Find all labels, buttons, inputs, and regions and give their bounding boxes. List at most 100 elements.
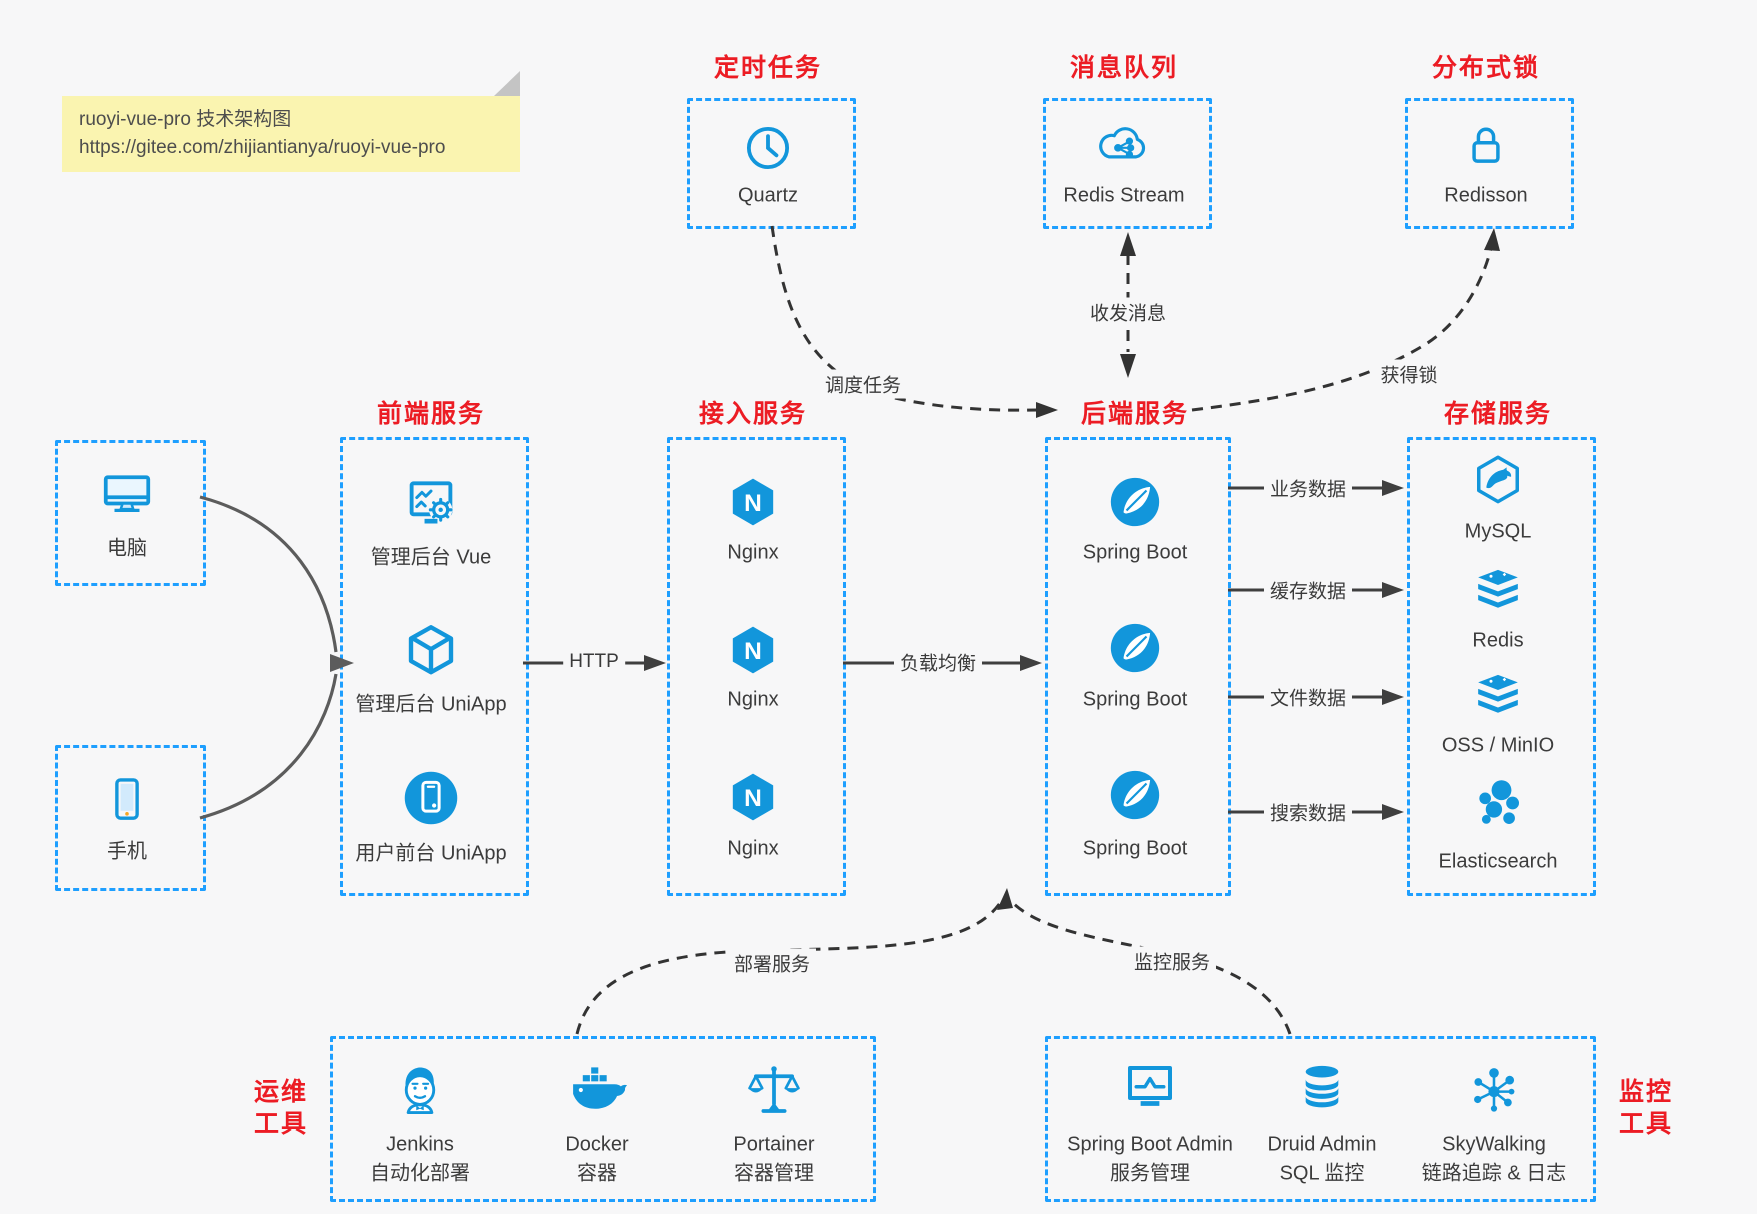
storage-item-label: OSS / MinIO [1441, 734, 1555, 757]
frontend-item-label: 用户前台 UniApp [355, 842, 507, 865]
arrowhead-to-frontend [330, 654, 354, 672]
gateway-item-label: Nginx [727, 541, 779, 564]
client-pc-label: 电脑 [107, 537, 147, 560]
elasticsearch-icon [1470, 775, 1526, 831]
edge-label-acquire-lock: 获得锁 [1374, 359, 1444, 389]
note-url: https://gitee.com/zhijiantianya/ruoyi-vu… [79, 137, 446, 158]
edge-label-search-data: 搜索数据 [1263, 797, 1353, 827]
box-backend [1045, 437, 1231, 896]
edge-label-business-data: 业务数据 [1263, 473, 1353, 503]
edge-label-deploy-service: 部署服务 [727, 948, 817, 978]
frontend-item-label: 管理后台 UniApp [355, 693, 507, 716]
group-title-gateway: 接入服务 [698, 400, 808, 428]
group-title-frontend: 前端服务 [376, 400, 486, 428]
arrowhead-message-down [1120, 354, 1136, 378]
nginx-icon: N [725, 474, 781, 530]
redis-stack-icon [1470, 564, 1526, 620]
nginx-icon: N [725, 622, 781, 678]
gateway-item-label: Nginx [727, 837, 779, 860]
group-title-monitoring: 监控 工具 [1618, 1078, 1673, 1138]
box-mq [1043, 98, 1212, 229]
group-title-lock: 分布式锁 [1431, 54, 1541, 82]
backend-item-label: Spring Boot [1082, 688, 1188, 711]
gateway-item-label: Nginx [727, 688, 779, 711]
arrowhead-business-data [1382, 480, 1404, 496]
client-mobile-label: 手机 [107, 840, 147, 863]
arrowhead-load-balance [1020, 655, 1042, 671]
storage-item-label: Redis [1472, 629, 1524, 652]
box-client-pc [55, 440, 206, 586]
arrowhead-search-data [1382, 804, 1404, 820]
scheduler-item-label: Quartz [737, 184, 799, 207]
note-fold-corner [494, 71, 520, 96]
arrowhead-message-up [1120, 232, 1136, 256]
edge-label-file-data: 文件数据 [1263, 682, 1353, 712]
oss-minio-stack-icon [1470, 669, 1526, 725]
desktop-computer-icon [97, 466, 157, 526]
edge-label-cache-data: 缓存数据 [1263, 575, 1353, 605]
spring-boot-admin-icon [1120, 1058, 1180, 1118]
backend-item-label: Spring Boot [1082, 837, 1188, 860]
admin-vue-icon [400, 473, 462, 535]
clock-icon [741, 121, 795, 175]
backend-item-label: Spring Boot [1082, 541, 1188, 564]
box-gateway [667, 437, 846, 896]
arrowhead-to-backend-bottom [997, 888, 1013, 910]
group-title-ops: 运维 工具 [253, 1078, 308, 1138]
cloud-message-icon [1095, 117, 1153, 175]
frontend-item-label: 管理后台 Vue [370, 546, 492, 569]
mq-item-label: Redis Stream [1063, 184, 1185, 207]
spring-boot-icon [1106, 766, 1164, 824]
monitoring-item-name: SkyWalking [1442, 1133, 1546, 1156]
group-title-storage: 存储服务 [1443, 400, 1553, 428]
storage-item-label: MySQL [1464, 520, 1532, 543]
svg-text:N: N [744, 638, 762, 665]
ops-item-desc: 容器 [577, 1162, 617, 1185]
user-uniapp-icon [401, 768, 461, 828]
svg-text:N: N [744, 490, 762, 517]
svg-text:N: N [744, 785, 762, 812]
jenkins-icon [390, 1060, 450, 1120]
group-title-scheduler: 定时任务 [713, 54, 823, 82]
arrowhead-acquire-lock [1484, 228, 1500, 251]
sticky-note: ruoyi-vue-pro 技术架构图 https://gitee.com/zh… [62, 96, 520, 172]
box-ops [330, 1036, 876, 1202]
lock-item-label: Redisson [1444, 184, 1528, 207]
box-lock [1405, 98, 1574, 229]
edge-label-send-receive-message: 收发消息 [1083, 297, 1173, 327]
monitoring-item-desc: 服务管理 [1110, 1162, 1190, 1185]
group-title-backend: 后端服务 [1080, 400, 1190, 428]
ops-item-desc: 容器管理 [734, 1162, 814, 1185]
box-monitoring [1045, 1036, 1596, 1202]
skywalking-network-icon [1465, 1059, 1523, 1117]
docker-icon [566, 1059, 628, 1121]
ops-item-name: Jenkins [386, 1133, 454, 1156]
edge-label-monitor-service: 监控服务 [1127, 946, 1217, 976]
lock-icon [1460, 120, 1512, 172]
edge-label-http: HTTP [563, 650, 625, 674]
box-storage [1407, 437, 1596, 896]
portainer-scales-icon [744, 1060, 804, 1120]
arrowhead-cache-data [1382, 582, 1404, 598]
spring-boot-icon [1106, 473, 1164, 531]
spring-boot-icon [1106, 619, 1164, 677]
druid-database-icon [1293, 1059, 1351, 1117]
storage-item-label: Elasticsearch [1438, 850, 1558, 873]
ops-item-name: Docker [565, 1133, 629, 1156]
arrowhead-http [644, 655, 666, 671]
group-title-mq: 消息队列 [1069, 54, 1179, 82]
arrowhead-file-data [1382, 689, 1404, 705]
monitoring-item-name: Druid Admin [1267, 1133, 1377, 1156]
ops-item-desc: 自动化部署 [370, 1162, 470, 1185]
edge-label-load-balance: 负载均衡 [893, 647, 983, 677]
nginx-icon: N [725, 769, 781, 825]
mysql-icon [1470, 452, 1526, 508]
smartphone-icon [100, 772, 154, 826]
monitoring-item-desc: SQL 监控 [1279, 1162, 1365, 1185]
uniapp-cube-icon [401, 621, 461, 681]
note-title: ruoyi-vue-pro 技术架构图 [79, 109, 292, 130]
ops-item-name: Portainer [733, 1133, 815, 1156]
edge-label-schedule-task: 调度任务 [818, 369, 908, 399]
